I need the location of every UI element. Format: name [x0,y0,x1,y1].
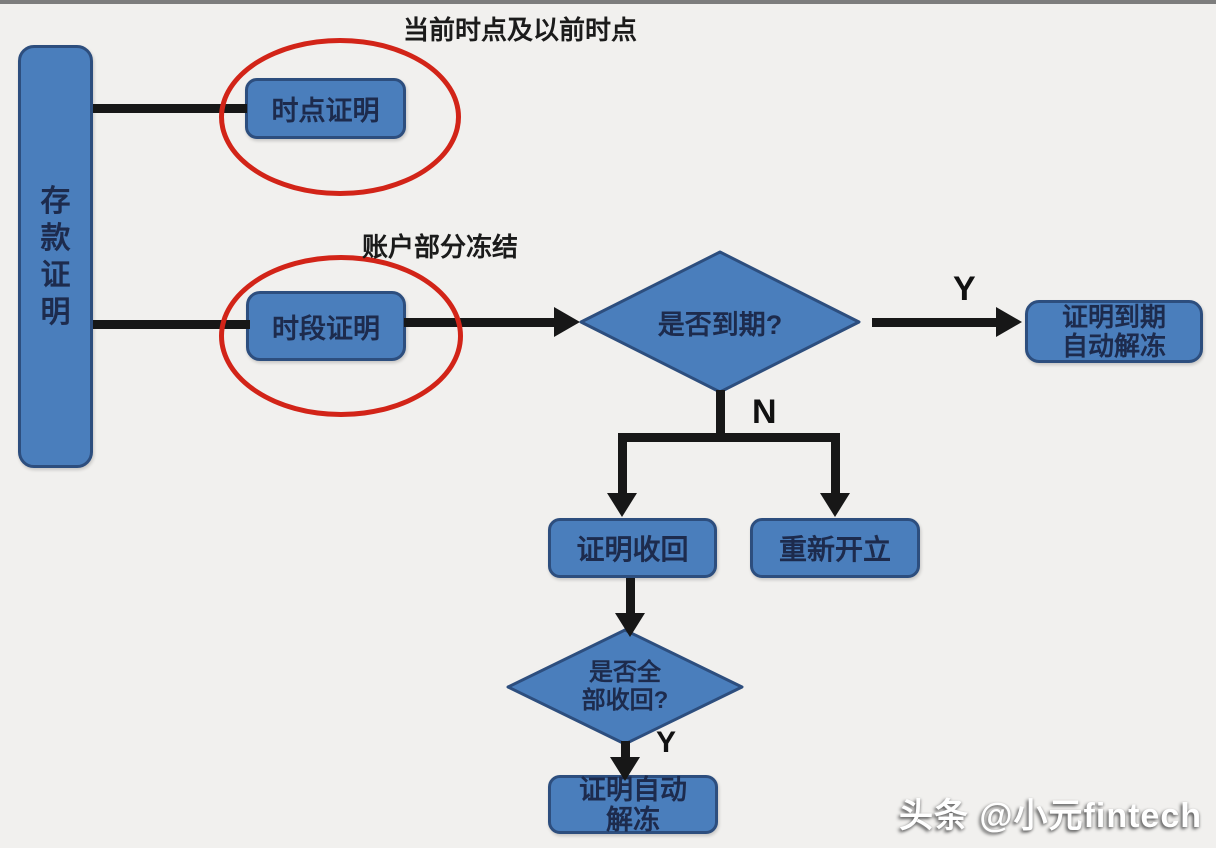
connector-due-yes [872,318,998,327]
decision-all-recovered-line1: 是否全 [589,659,661,686]
connector-decision-to-unfreeze [621,741,630,761]
node-cert-recovered: 证明收回 [548,518,717,578]
node-due-auto-unfreeze-line2: 自动解冻 [1061,330,1166,361]
annotation-point-in-time-note: 当前时点及以前时点 [402,15,637,45]
node-due-auto-unfreeze: 证明到期 自动解冻 [1025,300,1203,363]
decision-due-label: 是否到期? [657,309,783,340]
connector-deposit-to-point [93,104,247,113]
highlight-ellipse-time-period [219,255,463,417]
node-reopen: 重新开立 [750,518,920,578]
node-cert-auto-unfreeze: 证明自动 解冻 [548,775,718,835]
arrowhead-right-icon [554,307,580,337]
node-deposit-certificate: 存款证明 [18,45,93,468]
arrowhead-down-icon [610,757,640,781]
connector-recovered-to-decision [626,578,635,616]
watermark: 头条 @小元fintech [898,797,1202,835]
node-reopen-label: 重新开立 [778,534,891,565]
annotation-time-period-note: 账户部分冻结 [361,232,518,262]
node-due-auto-unfreeze-line1: 证明到期 [1061,301,1166,332]
top-edge-strip [0,0,1216,4]
connector-deposit-to-period [93,320,250,329]
decision-due: 是否到期? [576,247,864,397]
connector-due-no-stub [716,390,725,437]
arrowhead-down-icon [607,493,637,517]
branch-label-due-yes: Y [953,270,976,308]
connector-period-to-due-decision [404,318,556,327]
decision-all-recovered-line2: 部收回? [581,687,669,714]
decision-all-recovered: 是否全 部收回? [504,626,746,748]
highlight-ellipse-point-in-time [219,38,461,196]
arrowhead-down-icon [615,613,645,637]
branch-label-due-no: N [752,393,777,431]
node-cert-recovered-label: 证明收回 [576,534,689,565]
arrowhead-down-icon [820,493,850,517]
branch-label-recovered-yes: Y [656,726,677,759]
node-cert-auto-unfreeze-line2: 解冻 [606,804,660,835]
node-deposit-certificate-label: 存款证明 [40,184,71,329]
arrowhead-right-icon [996,307,1022,337]
connector-to-cert-recovered [618,433,627,495]
connector-to-reopen [831,433,840,495]
connector-no-branch-split [618,433,840,442]
